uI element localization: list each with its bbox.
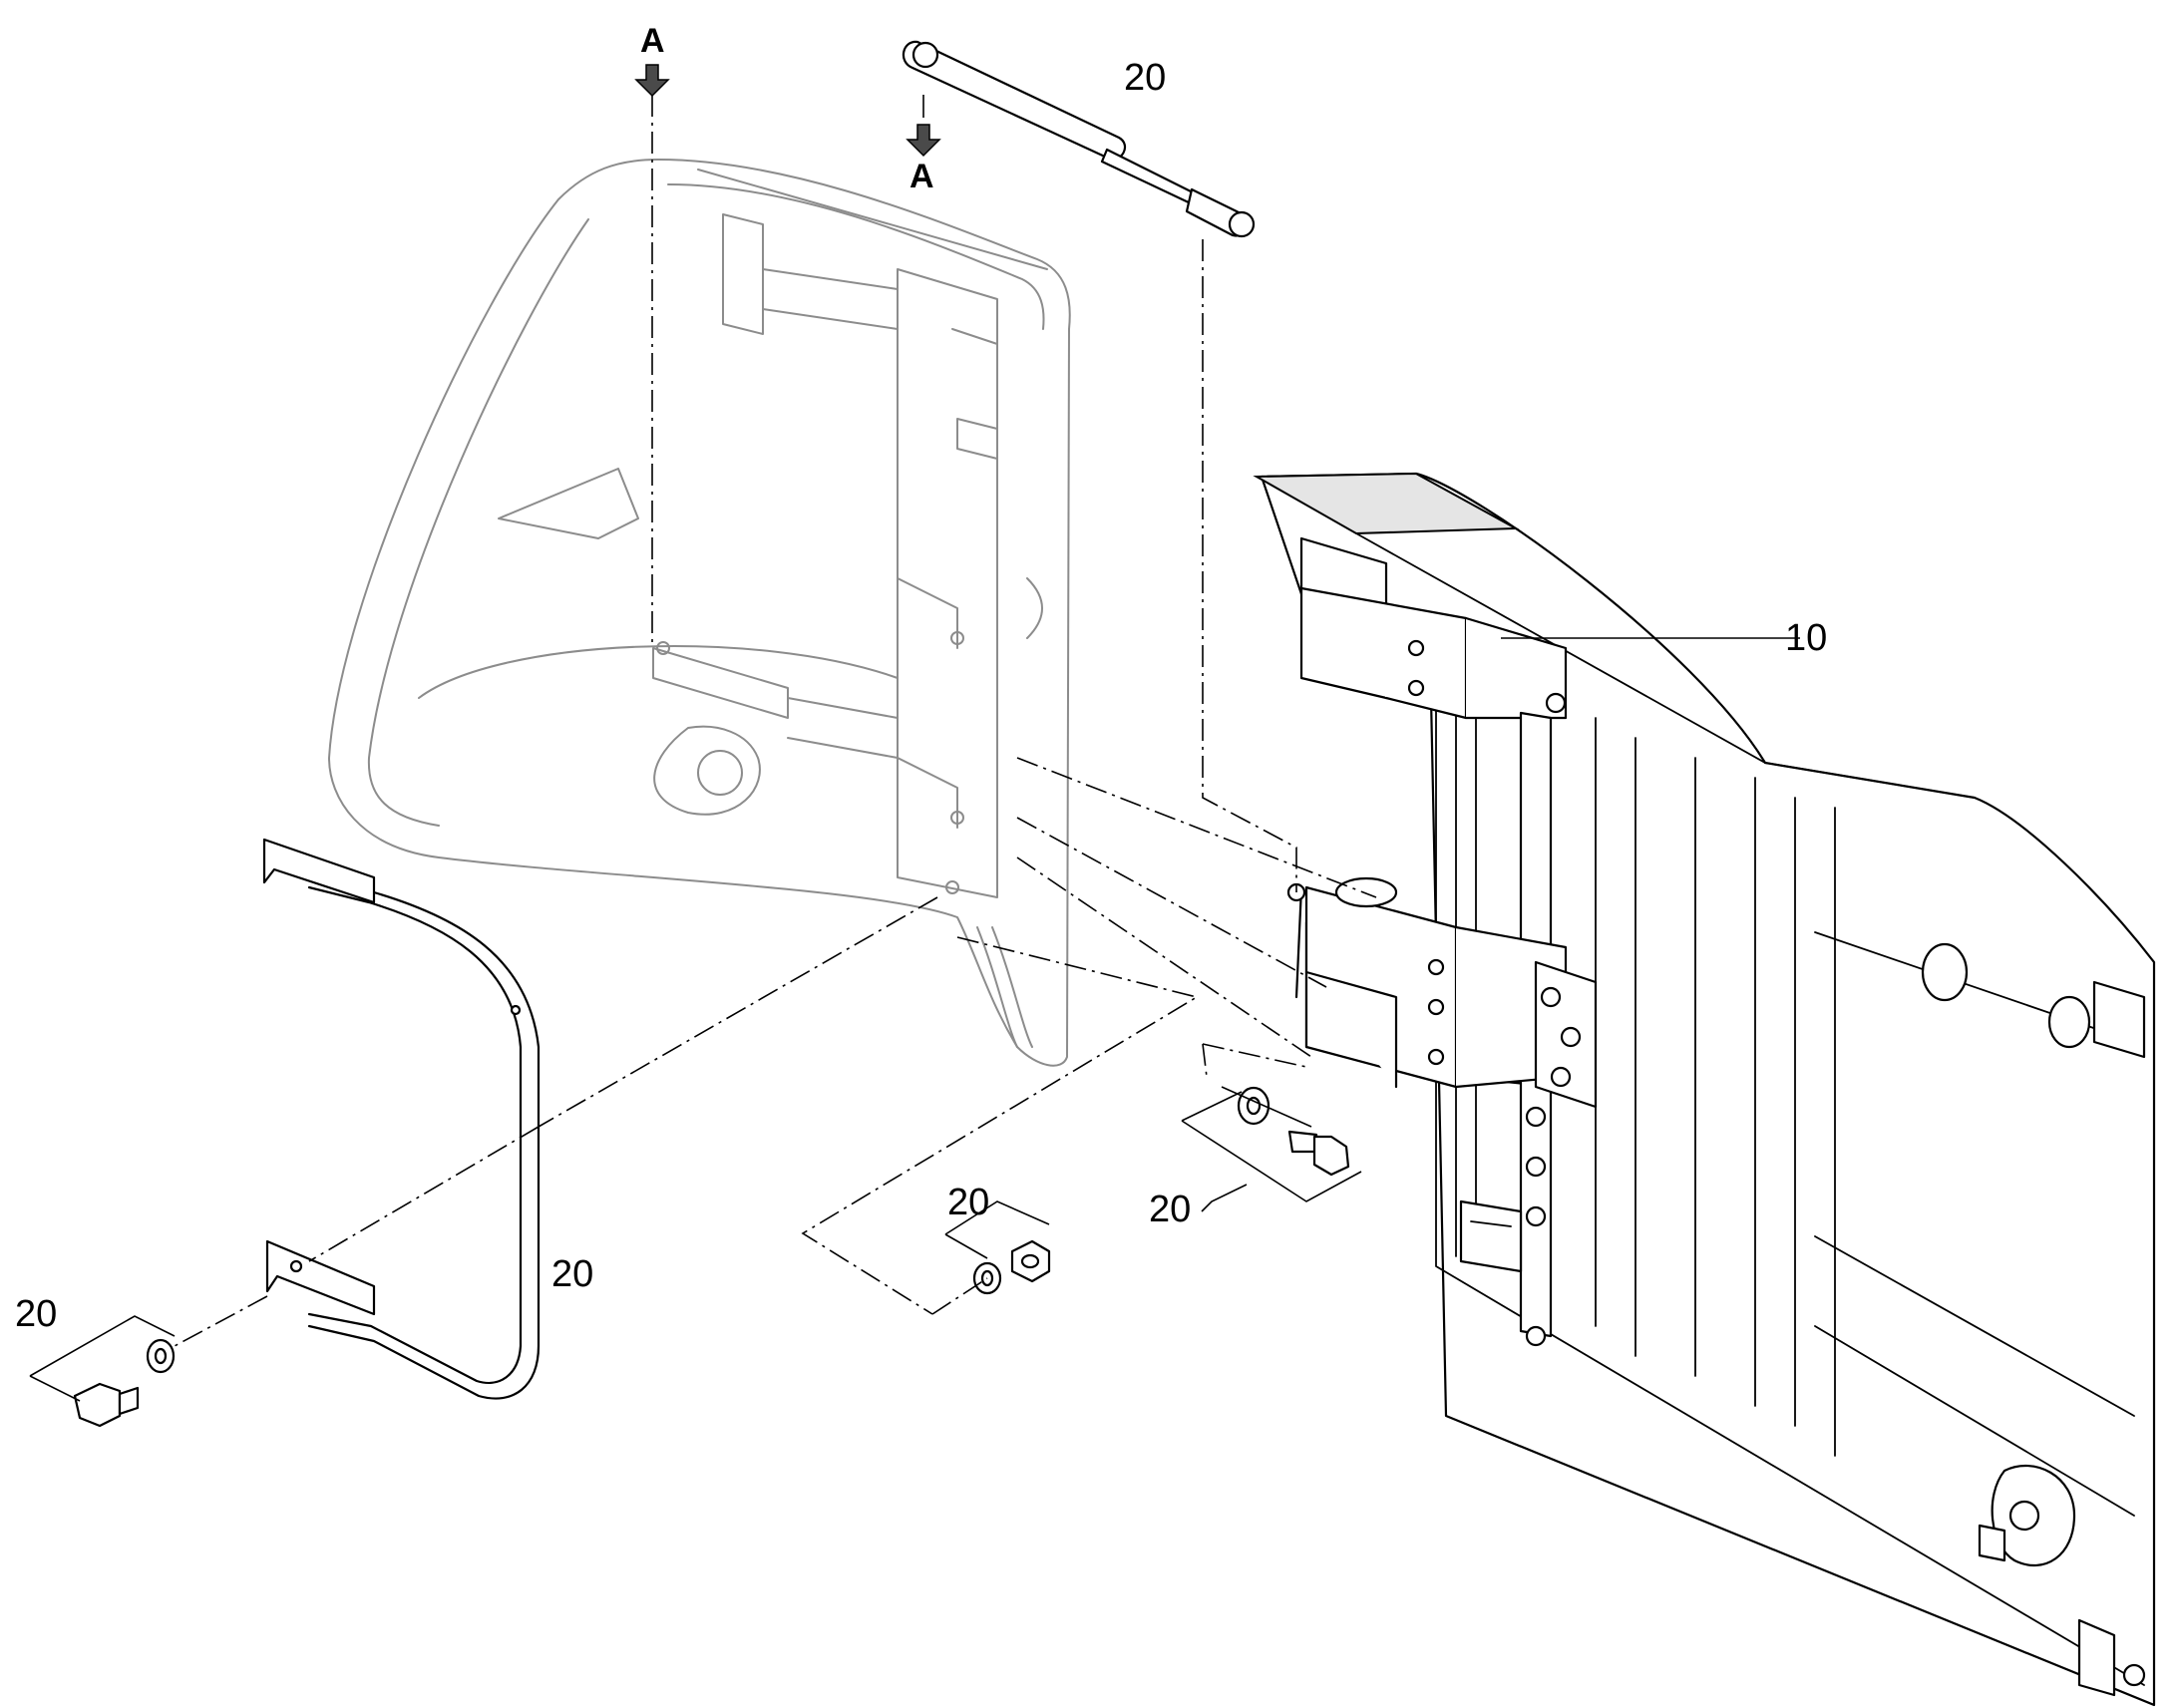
callout-bolt-right: 20 [1149,1189,1191,1230]
gas-strut [902,40,1256,238]
mirror-housing [328,159,1071,1067]
callout-bolt-left: 20 [15,1293,57,1335]
hinge-assembly [1286,876,1598,1109]
handle-bar [262,838,541,1400]
door-panel [1253,472,2156,1707]
section-arrow-a-strut [906,124,941,158]
section-arrow-a-top [634,64,670,98]
callout-nut-washer: 20 [947,1182,989,1223]
mirror-mounting-bracket [652,213,998,898]
section-label-a-strut: A [909,158,934,195]
washer-nut-center [972,1239,1051,1295]
callout-brackets [29,95,1800,1402]
section-label-a-top: A [640,22,665,60]
callout-handle-bar: 20 [551,1253,593,1295]
washer-bolt-right [1237,1086,1350,1177]
callout-door-panel: 10 [1785,617,1827,659]
callout-gas-strut: 20 [1124,57,1166,99]
assembly-leader-lines [174,95,1377,1347]
bolt-left [73,1338,176,1428]
